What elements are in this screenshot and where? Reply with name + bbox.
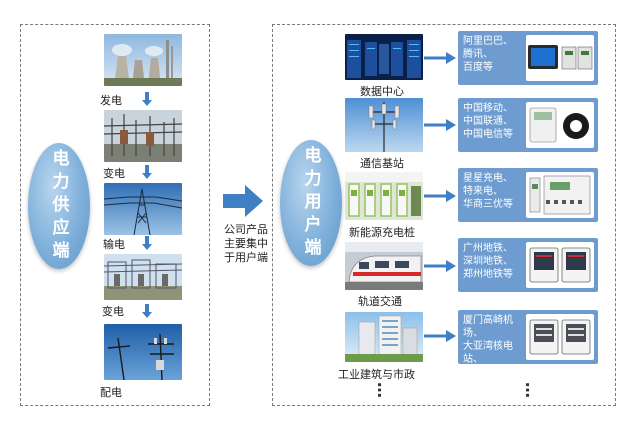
sector-label-data-center: 数据中心	[360, 85, 404, 98]
stage-label-transmission: 输电	[103, 238, 125, 251]
client-box-data-center: 阿里巴巴、 腾讯、 百度等	[458, 31, 598, 85]
stage-label-generation: 发电	[100, 94, 122, 107]
client-box-charging-station: 星星充电、 特来电、 华商三优等	[458, 168, 598, 222]
right-arrow-icon	[424, 190, 456, 202]
distribution-pole-image	[104, 324, 182, 380]
arrow-down-icon	[142, 92, 152, 106]
panel-meters-image	[526, 314, 594, 360]
din-rail-meters-image	[526, 172, 594, 218]
transformer-station-image	[104, 110, 182, 162]
client-box-cell-tower: 中国移动、 中国联通、 中国电信等	[458, 98, 598, 152]
client-list: 中国移动、 中国联通、 中国电信等	[463, 103, 513, 140]
cell-tower-image	[345, 98, 423, 152]
sector-label-charging-station: 新能源充电桩	[349, 226, 415, 239]
stage-label-substation: 变电	[102, 305, 124, 318]
monitor-and-meters-image	[526, 35, 594, 81]
supply-side-panel	[20, 24, 210, 406]
metro-train-image	[345, 242, 423, 290]
client-list: 星星充电、 特来电、 华商三优等	[463, 173, 513, 210]
arrow-down-icon	[142, 236, 152, 250]
user-side-title: 电力用户端	[280, 140, 342, 266]
client-list: 阿里巴巴、 腾讯、 百度等	[463, 36, 513, 73]
right-arrow-icon	[223, 185, 263, 217]
arrow-down-icon	[142, 304, 152, 318]
supply-side-title: 电力供应端	[28, 143, 90, 269]
more-clients-indicator: …	[522, 382, 541, 396]
data-center-image	[345, 34, 423, 80]
charging-station-image	[345, 172, 423, 220]
transmission-tower-image	[104, 183, 182, 235]
product-focus-line: 于用户端	[224, 251, 268, 264]
sector-label-metro: 轨道交通	[358, 295, 402, 308]
arrow-down-icon	[142, 165, 152, 179]
right-arrow-icon	[424, 52, 456, 64]
panel-meters-image	[526, 242, 594, 288]
product-focus-line: 主要集中	[224, 237, 268, 250]
industrial-building-image	[345, 312, 423, 362]
right-arrow-icon	[424, 260, 456, 272]
client-list: 厦门高崎机场、 大亚湾核电站、 龙湖地产等	[463, 315, 513, 378]
user-side-panel	[272, 24, 616, 406]
right-arrow-icon	[424, 119, 456, 131]
more-sectors-indicator: …	[374, 382, 393, 396]
meter-and-ct-image	[526, 102, 594, 148]
stage-label-distribution: 配电	[100, 386, 122, 399]
sector-label-industrial: 工业建筑与市政	[338, 368, 415, 381]
client-list: 广州地铁、 深圳地铁、 郑州地铁等	[463, 243, 513, 280]
product-focus-line: 公司产品	[224, 223, 268, 236]
power-plant-image	[104, 34, 182, 86]
right-arrow-icon	[424, 330, 456, 342]
stage-label-transform: 变电	[103, 167, 125, 180]
client-box-metro: 广州地铁、 深圳地铁、 郑州地铁等	[458, 238, 598, 292]
client-box-industrial: 厦门高崎机场、 大亚湾核电站、 龙湖地产等	[458, 310, 598, 378]
sector-label-cell-tower: 通信基站	[360, 157, 404, 170]
product-focus-note: 公司产品 主要集中 于用户端	[216, 223, 276, 265]
substation-image	[104, 254, 182, 300]
